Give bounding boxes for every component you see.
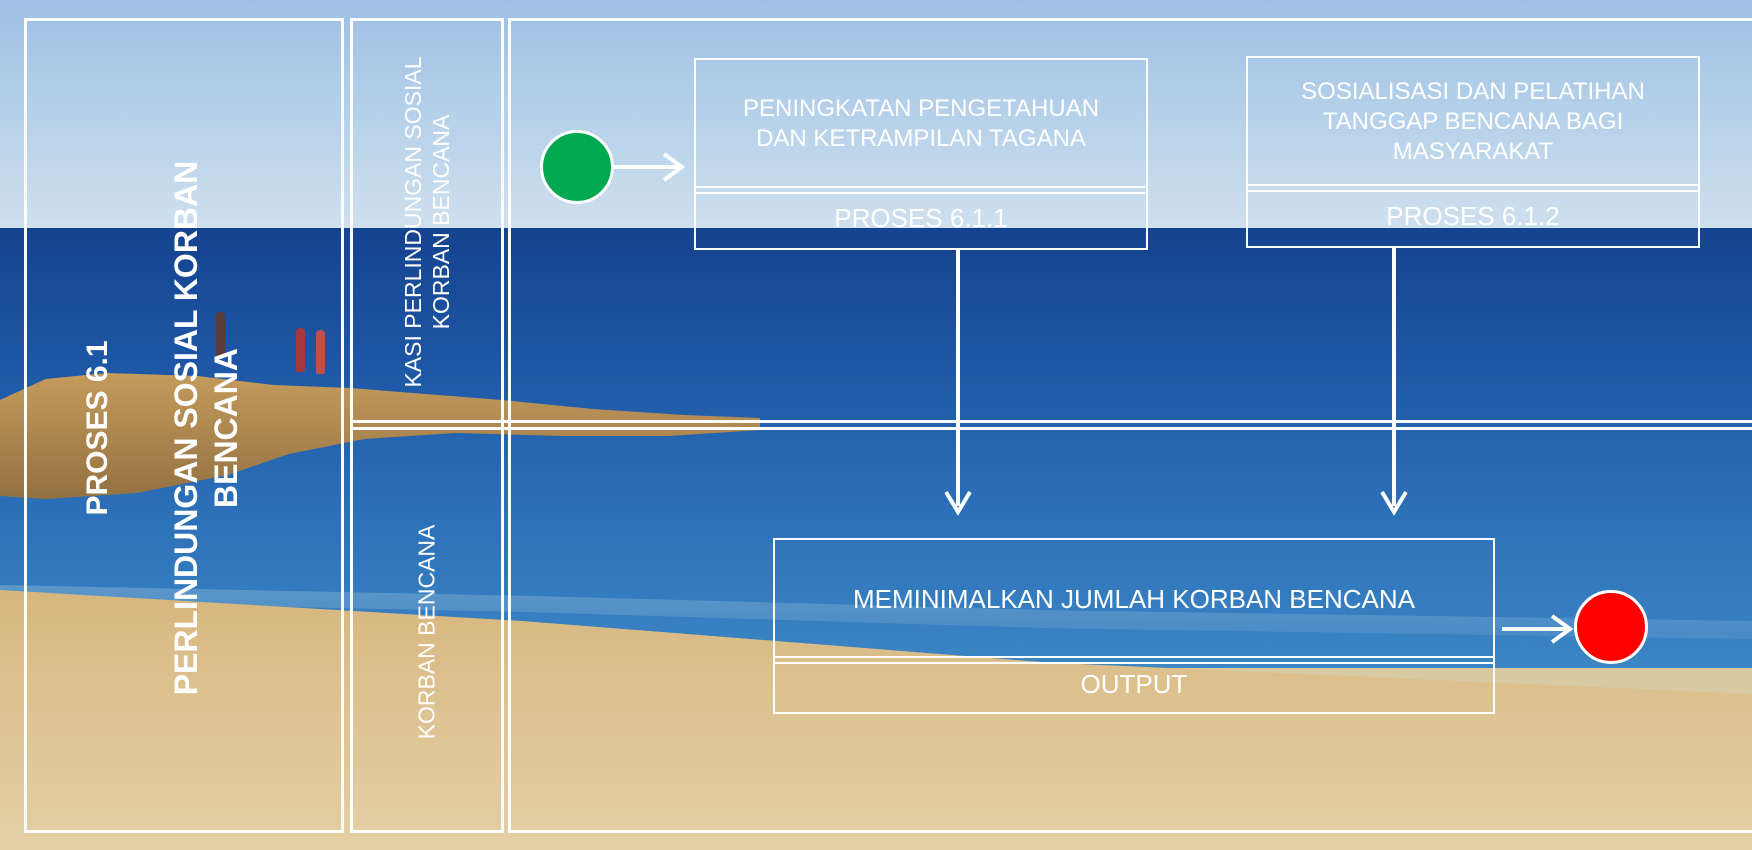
process-separator xyxy=(696,186,1146,194)
end-node xyxy=(1574,590,1648,664)
arrowhead xyxy=(944,490,972,516)
person-figure xyxy=(216,312,225,356)
process-title: SOSIALISASI DAN PELATIHAN TANGGAP BENCAN… xyxy=(1301,78,1645,165)
lane-label-column xyxy=(350,18,504,833)
process-title: PENINGKATAN PENGETAHUAN DAN KETRAMPILAN … xyxy=(742,95,1100,152)
process-separator xyxy=(1248,184,1698,192)
output-title: MEMINIMALKAN JUMLAH KORBAN BENCANA xyxy=(853,584,1415,614)
process-code: PROSES 6.1.2 xyxy=(1386,200,1560,231)
process-code: PROSES 6.1.1 xyxy=(834,202,1008,233)
lane-divider xyxy=(350,420,1752,430)
process-box-6-1-1[interactable]: PENINGKATAN PENGETAHUAN DAN KETRAMPILAN … xyxy=(694,58,1148,250)
arrowhead xyxy=(662,152,686,182)
person-figure xyxy=(316,330,325,374)
output-box[interactable]: MEMINIMALKAN JUMLAH KORBAN BENCANA OUTPU… xyxy=(773,538,1495,714)
output-separator xyxy=(775,656,1493,664)
arrowhead xyxy=(1550,614,1574,644)
process-box-6-1-2[interactable]: SOSIALISASI DAN PELATIHAN TANGGAP BENCAN… xyxy=(1246,56,1700,248)
process-title-column xyxy=(24,18,344,833)
output-label: OUTPUT xyxy=(1080,668,1188,699)
arrowhead xyxy=(1380,490,1408,516)
person-figure xyxy=(296,328,305,372)
start-node xyxy=(540,130,614,204)
lane-body-frame xyxy=(508,18,1752,833)
